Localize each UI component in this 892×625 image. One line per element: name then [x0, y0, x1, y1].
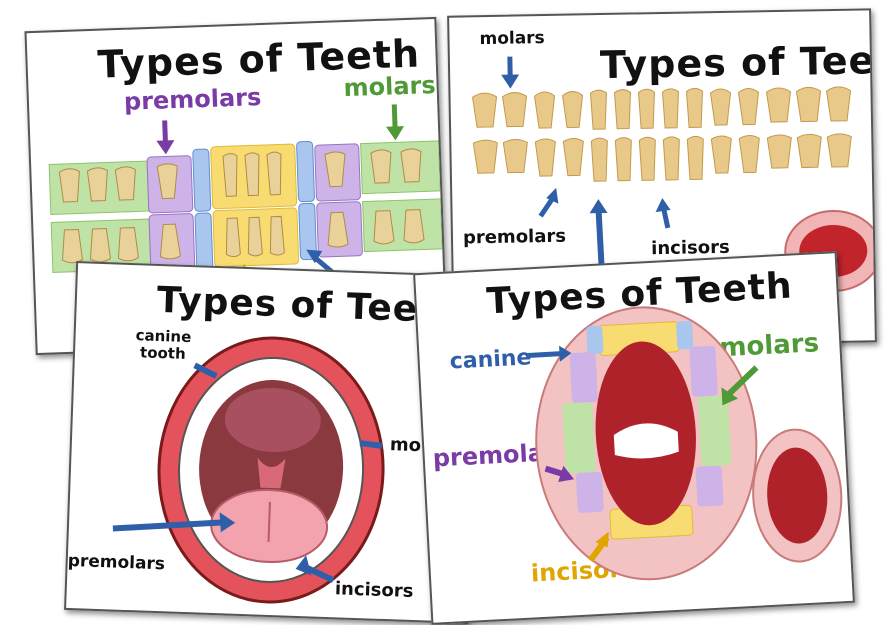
- poster-card-4: Types of Teeth canine molars premolars i…: [413, 251, 855, 625]
- model-mouth-diagram: [415, 253, 853, 623]
